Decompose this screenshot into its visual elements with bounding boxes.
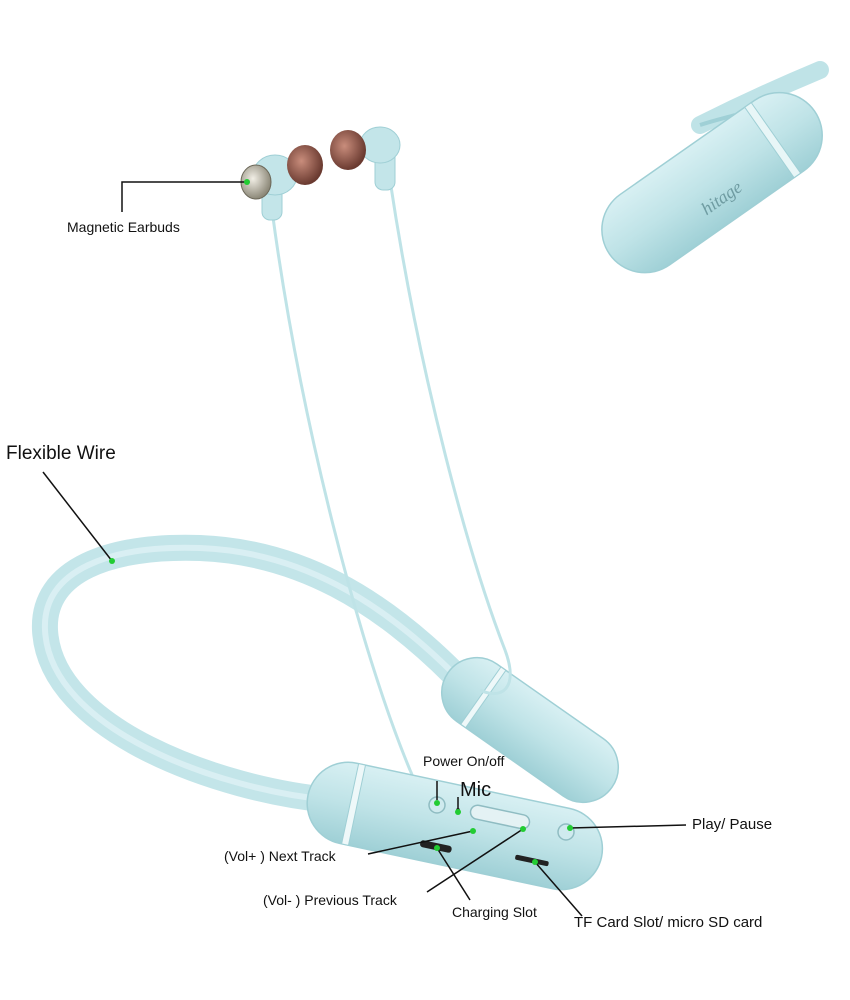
indicator-dots [109,179,573,865]
label-magnetic-earbuds: Magnetic Earbuds [67,219,180,235]
label-play-pause: Play/ Pause [692,816,773,833]
flexible-wire-loop [31,534,468,813]
label-flexible-wire: Flexible Wire [6,443,116,464]
earbud-left [240,145,323,221]
label-charging-slot: Charging Slot [452,904,537,920]
leader-lines [42,181,687,917]
volume-rocker [469,804,531,830]
label-previous-track: (Vol- ) Previous Track [263,892,397,908]
tf-card-slot [515,854,549,867]
label-power: Power On/off [423,753,505,769]
label-tf-card: TF Card Slot/ micro SD card [574,914,763,931]
label-mic: Mic [460,779,492,801]
label-next-track: (Vol+ ) Next Track [224,848,336,864]
earbud-right [330,126,401,191]
closeup-pod: hitage [601,61,829,274]
